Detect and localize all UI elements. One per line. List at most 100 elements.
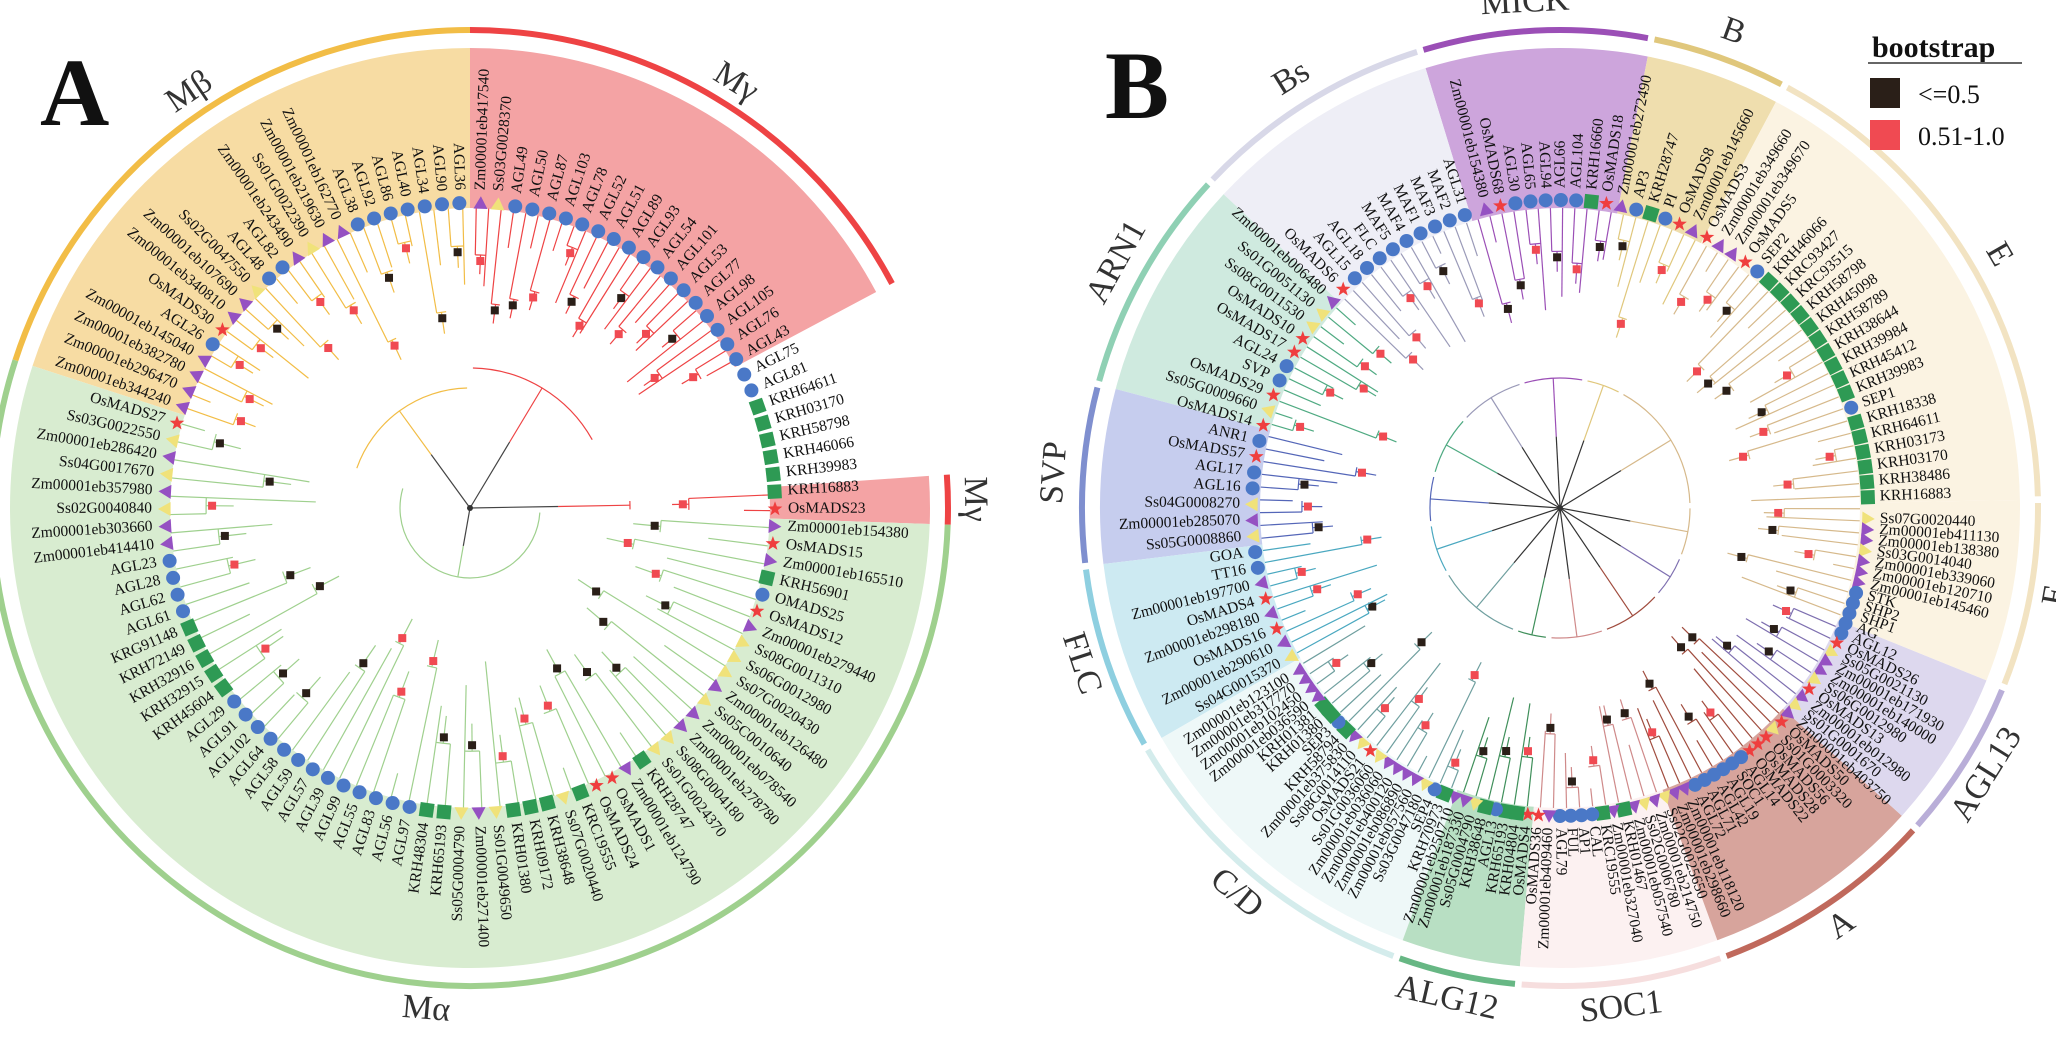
leaf-marker-triangle [1860, 532, 1874, 547]
leaf-marker-triangle [1326, 296, 1341, 310]
tree-branch [543, 708, 557, 715]
leaf-marker-circle [1629, 202, 1644, 217]
leaf-marker-circle [417, 199, 432, 214]
tree-branch [603, 590, 726, 667]
bootstrap-node [1769, 625, 1778, 634]
bootstrap-node [1503, 304, 1512, 313]
leaf-marker-star [215, 322, 230, 337]
tree-branch [1745, 618, 1819, 662]
clade-a-arc [1725, 828, 1916, 959]
leaf-marker-triangle [1254, 575, 1269, 589]
clade-label-mick: MICK* [1480, 0, 1588, 22]
tree-branch [661, 519, 770, 529]
tree-branch [1709, 309, 1786, 377]
tree-branch [1747, 300, 1778, 329]
tree-branch [1513, 211, 1525, 279]
bootstrap-node [1677, 297, 1686, 306]
tree-branch [1705, 259, 1729, 293]
leaf-marker-triangle [1613, 199, 1628, 214]
leaf-marker-triangle-yellow [454, 807, 469, 820]
tree-branch [376, 222, 393, 268]
leaf-label: Ss07G0020440 [1880, 510, 1976, 530]
clade-e-bottom-arc [2001, 502, 2041, 686]
tree-branch [176, 556, 234, 570]
leaf-marker-triangle-yellow [735, 634, 750, 647]
tree-branch [177, 441, 213, 451]
leaf-marker-triangle [227, 311, 242, 325]
clade-label-bs: Bs [1266, 52, 1316, 102]
bootstrap-node [1786, 586, 1795, 595]
tree-branch [1701, 651, 1771, 723]
leaf-marker-triangle-yellow [1421, 776, 1434, 792]
tree-branch [509, 387, 543, 443]
leaf-marker-circle [1658, 211, 1673, 226]
leaf-marker-star [589, 777, 604, 792]
bootstrap-node [650, 373, 659, 382]
leaf-marker-triangle [685, 705, 700, 720]
tree-branch [1834, 445, 1854, 451]
clade-label-mbeta: Mβ [159, 63, 219, 120]
tree-branch [1666, 234, 1685, 272]
leaf-marker-triangle [1793, 688, 1809, 702]
bootstrap-node [641, 329, 650, 338]
tree-branch [1774, 408, 1844, 434]
leaf-marker-square [436, 804, 452, 820]
tree-branch [1306, 346, 1379, 393]
tree-branch [1620, 439, 1672, 472]
tree-branch [1271, 423, 1293, 432]
tree-branch [1698, 638, 1780, 714]
leaf-marker-triangle-yellow [1469, 796, 1484, 811]
leaf-marker-circle [575, 217, 590, 232]
tree-branch [339, 645, 405, 779]
tree-branch [1812, 457, 1856, 467]
clade-label-arn1: ARN1 [1078, 214, 1153, 310]
tree-branch [569, 293, 579, 300]
tree-branch [490, 209, 502, 305]
tree-branch [1552, 378, 1557, 437]
tree-branch [398, 410, 432, 455]
leaf-marker-star [1520, 806, 1536, 821]
tree-branch [1777, 526, 1780, 536]
tree-branch [1349, 592, 1355, 602]
tree-branch [1648, 686, 1657, 692]
bootstrap-node [1313, 585, 1322, 594]
leaf-marker-triangle [1411, 771, 1425, 787]
bootstrap-node [651, 569, 660, 578]
bootstrap-node [1783, 371, 1792, 380]
leaf-marker-circle [1574, 808, 1589, 823]
tree-branch [1781, 534, 1858, 546]
tree-branch [170, 495, 316, 503]
panel-b-tree: Zm00001eb154380OsMADS68AGL30AGL65AGL94AG… [1033, 0, 2056, 1030]
tree-branch [1728, 329, 1802, 385]
clade-e-top-arc [1785, 84, 2041, 497]
leaf-label: Ss02G0040840 [56, 500, 152, 517]
tree-branch [634, 283, 671, 324]
clade-label-b: B [1717, 10, 1751, 53]
leaf-marker-square [1816, 342, 1836, 363]
tree-branch [232, 413, 239, 425]
tree-branch [1261, 532, 1314, 539]
tree-branch [1513, 703, 1531, 805]
bootstrap-node [397, 687, 406, 696]
bootstrap-node [520, 714, 529, 723]
leaf-marker-square [1836, 384, 1856, 403]
leaf-marker-circle [367, 211, 382, 226]
tree-branch [657, 608, 735, 651]
tree-branch [1561, 208, 1564, 297]
tree-branch [1366, 715, 1386, 739]
bootstrap-node [1367, 659, 1376, 668]
tree-branch [584, 672, 596, 682]
leaf-marker-triangle [742, 618, 758, 632]
tree-branch [646, 292, 680, 327]
tree-branch [631, 539, 636, 550]
leaf-marker-circle [1247, 465, 1262, 480]
tree-branch [1260, 499, 1293, 502]
bootstrap-node [1783, 480, 1792, 489]
leaf-marker-circle [663, 271, 678, 286]
leaf-marker-square [1758, 271, 1779, 292]
tree-branch [664, 644, 716, 682]
leaf-marker-triangle [158, 484, 172, 499]
bootstrap-node [1297, 567, 1306, 576]
leaf-label: CAL [1586, 825, 1606, 858]
leaf-label: AP3 [1630, 169, 1653, 200]
